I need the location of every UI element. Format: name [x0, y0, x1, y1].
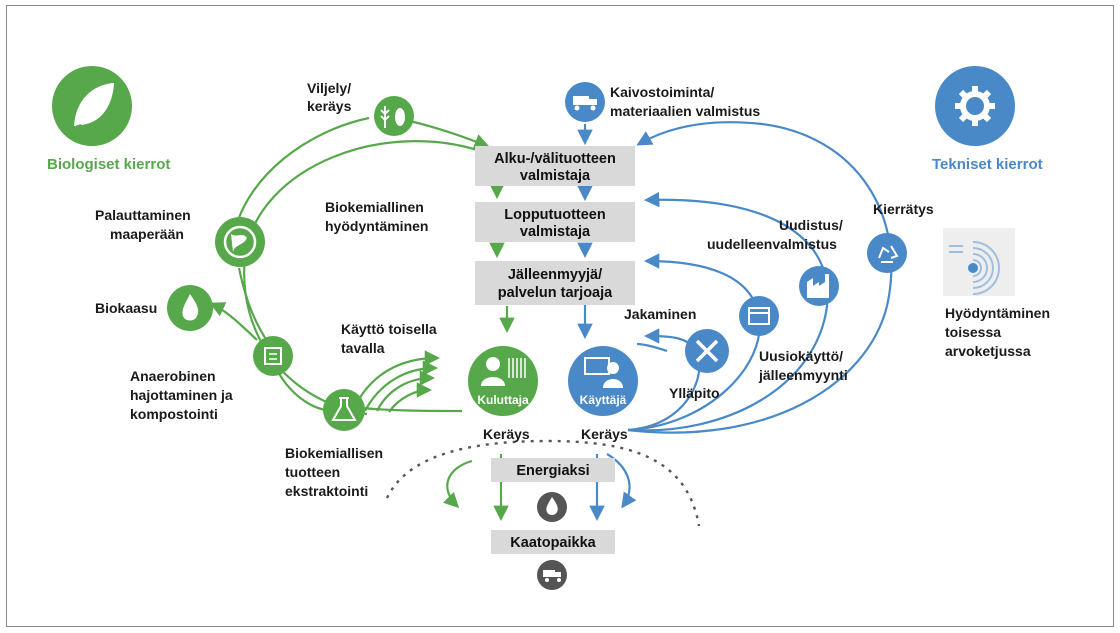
production-label-2: valmistaja	[520, 168, 591, 184]
user-node: Käyttäjä	[568, 346, 638, 416]
maintenance-label: Ylläpito	[669, 385, 720, 401]
landfill-node	[537, 560, 567, 590]
biological-header-label: Biologiset kierrot	[47, 156, 170, 173]
retail-box: Jälleenmyyjä/ palvelun tarjoaja	[475, 261, 635, 305]
consumer-node: Kuluttaja	[468, 346, 538, 416]
soil-node: Palauttaminen maaperään	[95, 207, 265, 267]
recycle-icon	[867, 233, 907, 273]
energy-label: Energiaksi	[516, 463, 589, 479]
refurbish-label-2: uudelleenvalmistus	[707, 236, 837, 252]
energy-flame-node	[537, 492, 567, 522]
product-label-2: valmistaja	[520, 224, 591, 240]
energy-boundary	[385, 439, 701, 527]
cascade-label-1: Hyödyntäminen	[945, 305, 1050, 321]
biochem-label-2: hyödyntäminen	[325, 218, 428, 234]
production-box: Alku-/välituotteen valmistaja	[475, 146, 635, 186]
landfill-box: Kaatopaikka	[491, 530, 615, 554]
production-label-1: Alku-/välituotteen	[494, 151, 616, 167]
sharing-label: Jakaminen	[624, 306, 696, 322]
product-label-1: Lopputuotteen	[504, 207, 605, 223]
refurbish-label-1: Uudistus/	[779, 217, 843, 233]
biogas-node: Biokaasu	[95, 285, 213, 331]
technical-header-label: Tekniset kierrot	[932, 156, 1043, 173]
mining-node: Kaivostoiminta/ materiaalien valmistus	[565, 82, 760, 122]
refurbish-node: Uudistus/ uudelleenvalmistus	[707, 217, 843, 306]
other-use-label-2: tavalla	[341, 340, 385, 356]
recycling-label: Kierrätys	[873, 201, 934, 217]
reuse-label-2: jälleenmyynti	[758, 367, 848, 383]
consumer-label: Kuluttaja	[477, 393, 529, 407]
extraction-node: Biokemiallisen tuotteen ekstraktointi	[285, 389, 383, 499]
flask-icon	[323, 389, 365, 431]
other-use-label-1: Käyttö toisella	[341, 321, 437, 337]
mining-label-2: materiaalien valmistus	[610, 103, 760, 119]
biological-header: Biologiset kierrot	[47, 66, 170, 173]
maintenance-node: Jakaminen Ylläpito	[624, 306, 729, 401]
extraction-label-2: tuotteen	[285, 464, 340, 480]
reuse-node: Uusiokäyttö/ jälleenmyynti	[739, 296, 848, 383]
diagram-frame: Biologiset kierrot Tekniset kierrot Alku…	[6, 5, 1114, 627]
cascade-label-2: toisessa	[945, 324, 1001, 340]
product-box: Lopputuotteen valmistaja	[475, 202, 635, 242]
gear-icon	[935, 66, 1015, 146]
circular-economy-diagram: Biologiset kierrot Tekniset kierrot Alku…	[47, 66, 1050, 590]
anaerobic-label-1: Anaerobinen	[130, 368, 216, 384]
soil-label-1: Palauttaminen	[95, 207, 191, 223]
extraction-label-1: Biokemiallisen	[285, 445, 383, 461]
anaerobic-label-3: kompostointi	[130, 406, 218, 422]
farming-label-2: keräys	[307, 98, 352, 114]
cascade-node: Hyödyntäminen toisessa arvoketjussa	[943, 228, 1050, 359]
reuse-label-1: Uusiokäyttö/	[759, 348, 843, 364]
energy-box: Energiaksi	[491, 458, 615, 482]
extraction-label-3: ekstraktointi	[285, 483, 368, 499]
collection-left-label: Keräys	[483, 426, 530, 442]
wheat-fish-icon	[374, 96, 414, 136]
farming-node: Viljely/ keräys	[307, 80, 414, 136]
box-icon	[739, 296, 779, 336]
soil-label-2: maaperään	[110, 226, 184, 242]
collection-right-label: Keräys	[581, 426, 628, 442]
mining-label-1: Kaivostoiminta/	[610, 84, 714, 100]
recycling-node: Kierrätys	[867, 201, 934, 273]
compost-icon	[253, 336, 293, 376]
cascade-label-3: arvoketjussa	[945, 343, 1031, 359]
biochem-label-1: Biokemiallinen	[325, 199, 424, 215]
anaerobic-label-2: hajottaminen ja	[130, 387, 233, 403]
biogas-label: Biokaasu	[95, 300, 157, 316]
landfill-label: Kaatopaikka	[510, 535, 596, 551]
user-label: Käyttäjä	[580, 393, 627, 407]
anaerobic-node: Anaerobinen hajottaminen ja kompostointi	[130, 336, 293, 422]
retail-label-2: palvelun tarjoaja	[498, 285, 613, 301]
technical-header: Tekniset kierrot	[932, 66, 1043, 173]
retail-label-1: Jälleenmyyjä/	[508, 267, 602, 283]
farming-label-1: Viljely/	[307, 80, 351, 96]
